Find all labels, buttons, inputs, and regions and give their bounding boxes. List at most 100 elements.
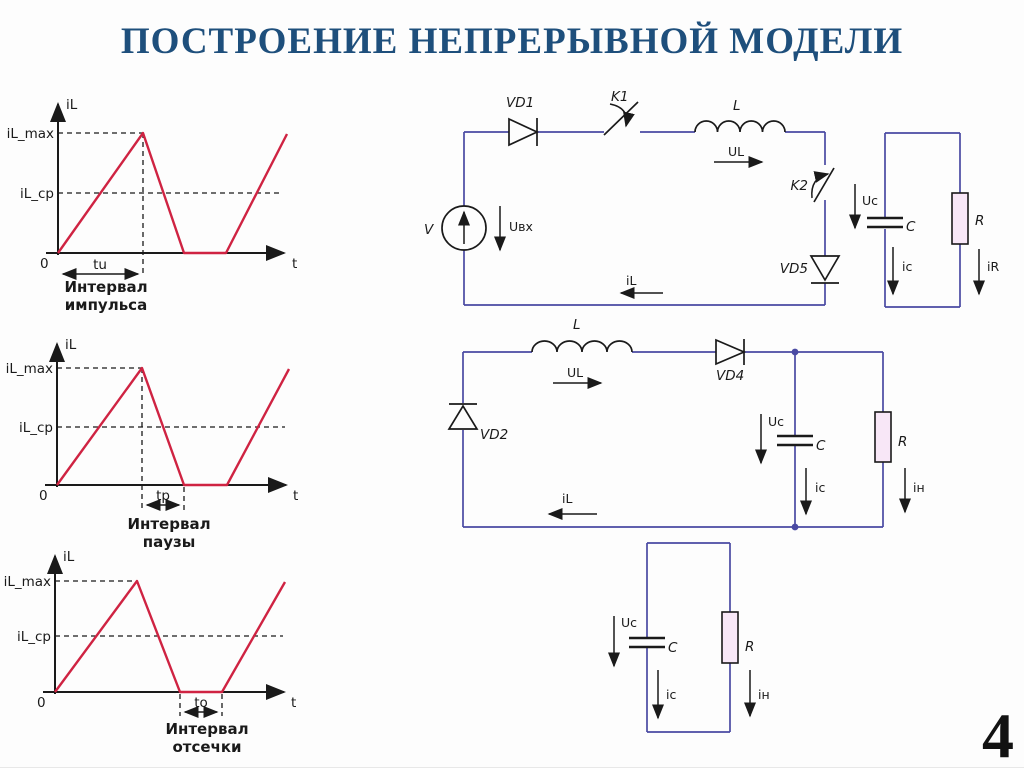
max-level-label: iL_max <box>4 574 51 590</box>
junction-node <box>791 523 799 531</box>
inductor-coil <box>694 120 786 133</box>
diode-vd1: VD1 <box>506 95 540 147</box>
circuit-middle: VD2 L UL VD4 C Uc ic <box>447 317 925 531</box>
switch-arrow <box>811 171 830 199</box>
cap-current-label: ic <box>666 687 676 702</box>
inductor: L <box>531 317 633 353</box>
wire <box>646 542 731 733</box>
caption-line2: отсечки <box>172 738 241 756</box>
resistor: R <box>874 411 907 463</box>
interval-label: tp <box>156 488 170 504</box>
diode-body <box>447 404 479 430</box>
junction-node <box>791 348 799 356</box>
resistor-body <box>874 411 892 463</box>
graph-pulse-interval: iL t iL_max iL_cp 0 tu Интервал импульса <box>7 97 298 314</box>
inductor-voltage-label: UL <box>728 144 744 159</box>
capacitor: C <box>867 216 916 235</box>
diode-label: VD4 <box>716 368 744 384</box>
inductor-current-label: iL <box>562 491 572 506</box>
cap-voltage-label: Uc <box>621 615 637 630</box>
switch-arrow <box>609 103 635 128</box>
input-voltage-label: Uвх <box>509 219 533 234</box>
diode-body <box>508 117 540 147</box>
switch-k1: K1 <box>603 89 639 136</box>
resistor-label: R <box>975 213 984 229</box>
avg-level-label: iL_cp <box>17 629 51 645</box>
rc-output-loop: C Uc ic R iR <box>849 132 999 308</box>
caption-line2: импульса <box>65 296 147 314</box>
inductor-current-label: iL <box>626 273 636 288</box>
avg-level-label: iL_cp <box>20 186 54 202</box>
x-axis-label: t <box>291 695 296 711</box>
capacitor: C <box>629 636 678 656</box>
cap-current-label: ic <box>902 259 912 274</box>
switch-blade <box>603 101 639 136</box>
inductor-coil <box>531 340 633 353</box>
current-waveform <box>54 579 287 694</box>
switch-blade <box>813 167 835 203</box>
wire <box>462 351 884 528</box>
caption-line1: Интервал <box>64 278 147 296</box>
origin-label: 0 <box>40 256 49 272</box>
inductor: L <box>694 98 786 133</box>
page-title: ПОСТРОЕНИЕ НЕПРЕРЫВНОЙ МОДЕЛИ <box>120 21 904 62</box>
max-level-label: iL_max <box>7 126 54 142</box>
origin-label: 0 <box>37 695 46 711</box>
graph-pause-interval: iL t iL_max iL_cp 0 tp Интервал паузы <box>6 337 299 551</box>
caption-line2: паузы <box>143 533 196 551</box>
resistor-body <box>951 192 969 245</box>
y-axis-label: iL <box>63 549 75 565</box>
diode-vd4: VD4 <box>715 338 747 384</box>
diode-vd5: VD5 <box>780 255 841 284</box>
caption-line1: Интервал <box>165 720 248 738</box>
interval-label: to <box>194 695 208 711</box>
resistor-label: R <box>898 434 907 450</box>
circuit-bottom: C Uc ic R iн <box>608 542 770 733</box>
diode-body <box>809 255 841 282</box>
wire <box>884 132 961 308</box>
interval-label: tu <box>93 257 107 273</box>
switch-label: K1 <box>611 89 628 105</box>
current-waveform <box>57 131 289 255</box>
load-current-label: iн <box>913 480 925 495</box>
current-waveform <box>56 366 291 487</box>
caption-line1: Интервал <box>127 515 210 533</box>
capacitor-label: C <box>906 219 916 235</box>
origin-label: 0 <box>39 488 48 504</box>
x-axis-label: t <box>293 488 298 504</box>
capacitor-label: C <box>668 640 678 656</box>
graph-cutoff-interval: iL t iL_max iL_cp 0 to Интервал отсечки <box>4 549 297 756</box>
diode-label: VD2 <box>480 427 508 443</box>
switch-label: K2 <box>791 178 808 194</box>
max-level-label: iL_max <box>6 361 53 377</box>
page-number: 4 <box>982 700 1014 768</box>
wire <box>463 131 826 306</box>
load-current-label: iн <box>758 687 770 702</box>
avg-level-label: iL_cp <box>19 420 53 436</box>
resistor: R <box>721 611 754 664</box>
diode-label: VD5 <box>780 261 808 277</box>
circuit-top: V Uвх VD1 K1 L UL <box>424 89 999 308</box>
cap-current-label: ic <box>815 480 825 495</box>
capacitor-label: C <box>816 438 826 454</box>
switch-k2: K2 <box>791 167 835 203</box>
cap-voltage-label: Uc <box>862 193 878 208</box>
y-axis-label: iL <box>66 97 78 113</box>
cap-voltage-label: Uc <box>768 414 784 429</box>
inductor-voltage-label: UL <box>567 365 583 380</box>
inductor-label: L <box>573 317 581 333</box>
source-label: V <box>424 222 435 238</box>
inductor-label: L <box>733 98 741 114</box>
source-circle <box>441 205 487 251</box>
capacitor: C <box>777 434 826 454</box>
diode-label: VD1 <box>506 95 534 111</box>
resistor-body <box>721 611 739 664</box>
diode-vd2: VD2 <box>447 403 508 443</box>
voltage-source: V <box>424 205 487 251</box>
y-axis-label: iL <box>65 337 77 353</box>
resistor: R <box>951 192 984 245</box>
resistor-label: R <box>745 639 754 655</box>
resistor-current-label: iR <box>987 259 999 274</box>
